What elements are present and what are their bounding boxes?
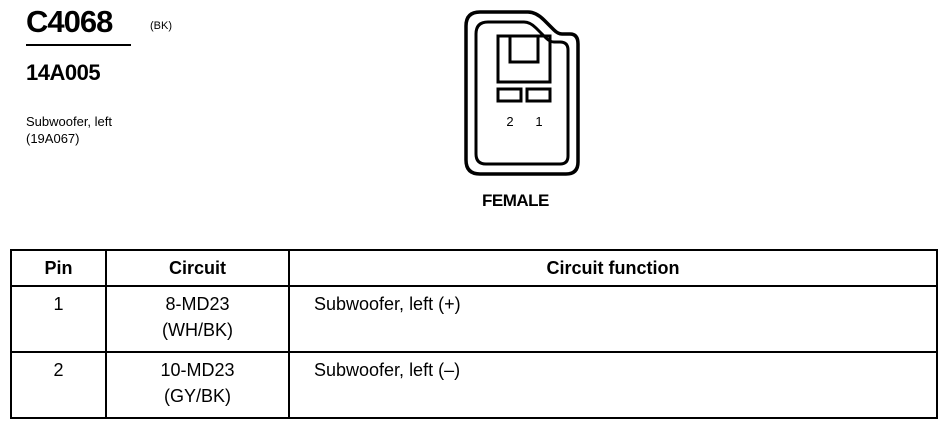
locking-tab-inner (508, 36, 540, 64)
description-line-1: Subwoofer, left (26, 114, 112, 129)
pin-cavity-2 (496, 87, 523, 103)
locking-tab-outer (496, 34, 552, 84)
header-underline (26, 44, 131, 46)
circuit-number: 10-MD23 (160, 360, 235, 380)
circuit-number: 8-MD23 (165, 294, 230, 314)
description-line-2: (19A067) (26, 131, 80, 146)
header-circuit: Circuit (105, 249, 290, 287)
circuit-cell: 10-MD23 (GY/BK) (105, 351, 290, 419)
pin-cavity-1 (525, 87, 552, 103)
pin-number-2: 2 (506, 114, 513, 129)
circuit-function-cell: Subwoofer, left (+) (288, 285, 938, 353)
header-circuit-function: Circuit function (288, 249, 938, 287)
part-number: 14A005 (26, 60, 101, 85)
wire-color: (WH/BK) (162, 320, 233, 340)
connector-gender-label: FEMALE (482, 191, 549, 210)
table-header-row: Pin Circuit Circuit function (10, 249, 938, 287)
table-row: 2 10-MD23 (GY/BK) Subwoofer, left (–) (10, 351, 938, 419)
wire-color: (GY/BK) (163, 386, 231, 406)
pinout-table: Pin Circuit Circuit function 1 8-MD23 (W… (10, 249, 938, 419)
pin-cell: 2 (10, 351, 107, 419)
connector-inner-shell (474, 20, 570, 166)
connector-id: C4068 (26, 4, 113, 39)
connector-color: (BK) (150, 20, 172, 32)
pin-cell: 1 (10, 285, 107, 353)
pin-number-1: 1 (535, 114, 542, 129)
component-description: Subwoofer, left (19A067) (26, 113, 112, 147)
circuit-function-cell: Subwoofer, left (–) (288, 351, 938, 419)
connector-face-diagram: 2 1 (464, 10, 580, 176)
circuit-cell: 8-MD23 (WH/BK) (105, 285, 290, 353)
connector-outer-shell (464, 10, 580, 176)
table-row: 1 8-MD23 (WH/BK) Subwoofer, left (+) (10, 285, 938, 353)
header-pin: Pin (10, 249, 107, 287)
